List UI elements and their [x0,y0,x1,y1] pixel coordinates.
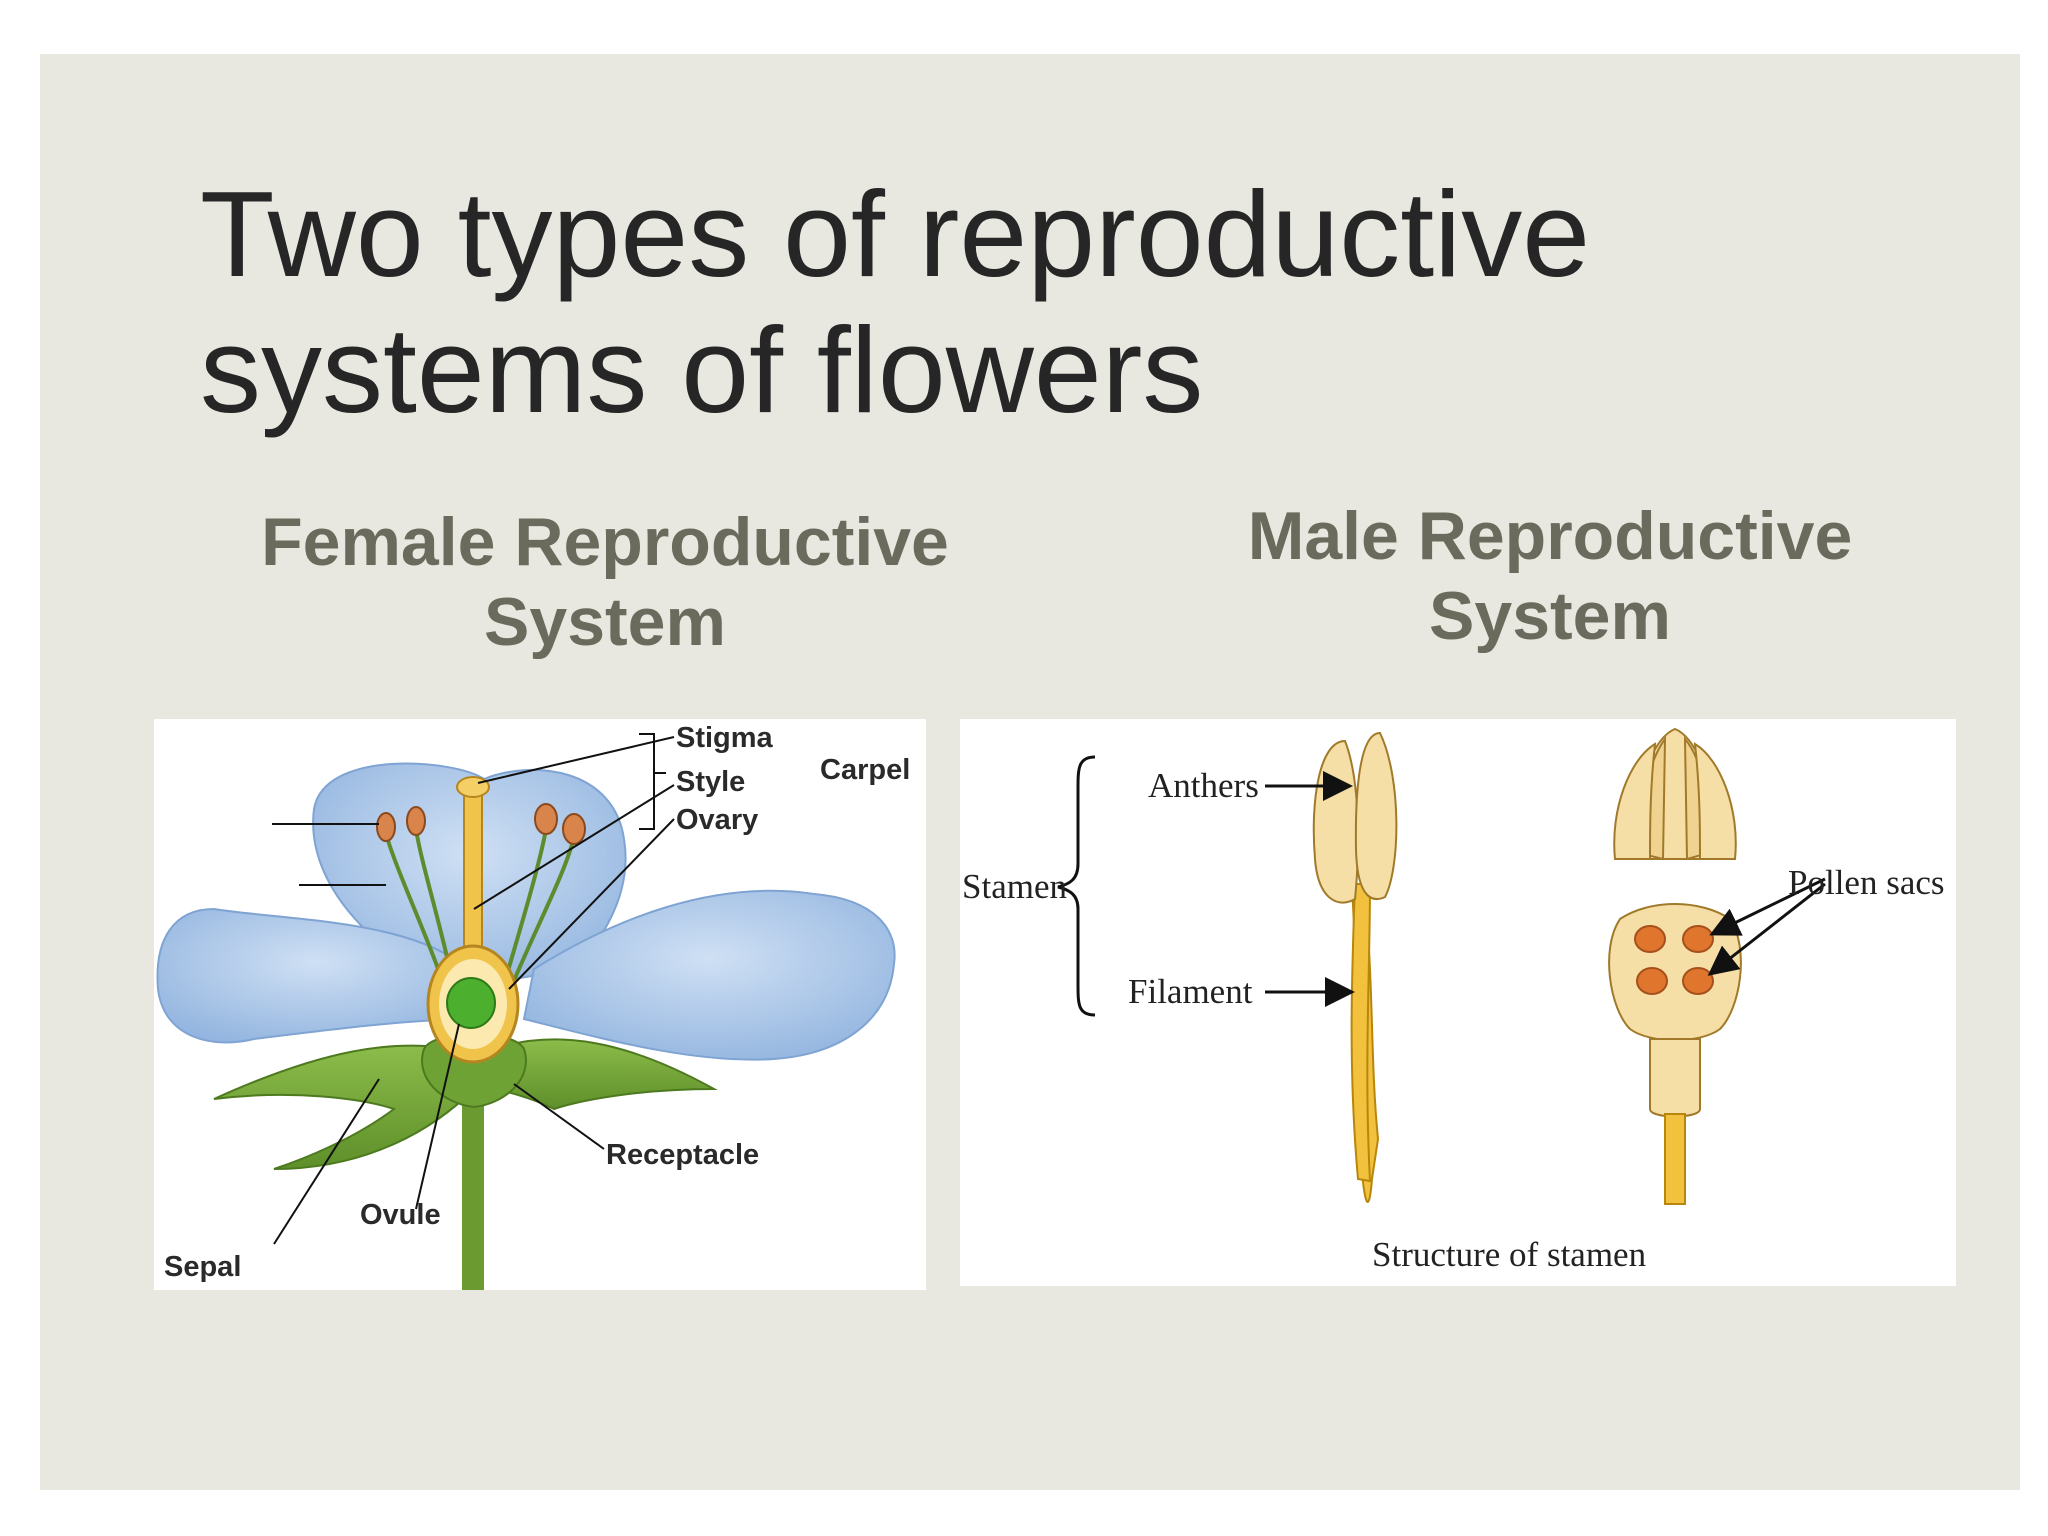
male-system-heading: Male Reproductive System [1120,496,1980,656]
filament-stalk [1352,884,1370,1181]
stigma [457,777,489,797]
slide-title-line-1: Two types of reproductive [200,166,1800,302]
label-sepal: Sepal [164,1251,241,1283]
slide-title: Two types of reproductive systems of flo… [200,166,1800,438]
anther-cross-section [1609,904,1741,1204]
female-heading-line-1: Female Reproductive [190,502,1020,582]
anther-left-1 [377,813,395,841]
label-receptacle: Receptacle [606,1139,759,1171]
female-flower-diagram: Stigma Style Ovary Carpel Receptacle Ovu… [154,719,926,1290]
label-stamen: Stamen [962,867,1067,906]
label-anthers: Anthers [1148,766,1259,805]
ovule [447,978,495,1028]
anther-right-2 [563,814,585,844]
male-heading-line-2: System [1120,576,1980,656]
anther-right-1 [535,804,557,834]
male-stamen-diagram: Anthers Stamen Filament Pollen sacs Stru… [960,719,1956,1286]
label-filament: Filament [1128,972,1253,1011]
female-system-heading: Female Reproductive System [190,502,1020,662]
label-style: Style [676,766,745,798]
male-heading-line-1: Male Reproductive [1120,496,1980,576]
style [464,789,482,969]
caption-structure-of-stamen: Structure of stamen [1372,1235,1646,1274]
label-ovule: Ovule [360,1199,441,1231]
label-stigma: Stigma [676,722,774,754]
anther-lobes [1314,733,1397,903]
stem [462,1099,484,1290]
label-pollen-sacs: Pollen sacs [1788,863,1945,902]
label-carpel: Carpel [820,754,910,786]
anther-top [1614,729,1736,859]
slide-title-line-2: systems of flowers [200,302,1800,438]
flower-illustration: Stigma Style Ovary Carpel Receptacle Ovu… [154,719,926,1290]
anther-left-2 [407,807,425,835]
stamen-illustration: Anthers Stamen Filament Pollen sacs Stru… [960,719,1956,1286]
female-heading-line-2: System [190,582,1020,662]
label-ovary: Ovary [676,804,758,836]
slide: Two types of reproductive systems of flo… [40,54,2020,1490]
